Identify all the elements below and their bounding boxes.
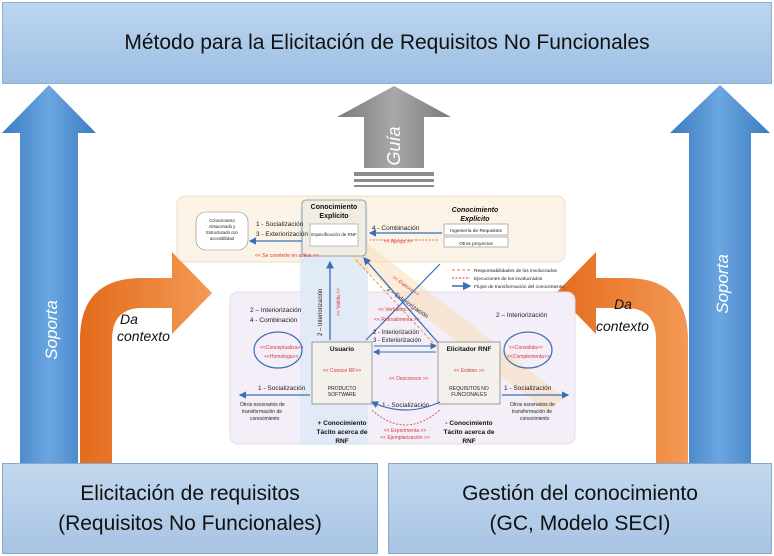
elicitacion-line1: Elicitación de requisitos (80, 481, 300, 505)
ejemplarizacion: << Ejemplarización >> (380, 435, 430, 441)
right-support-arrow (670, 85, 770, 463)
otros-esc-l3: conocimiento (250, 416, 280, 422)
ing-req-box (443, 223, 509, 236)
legend3: Flujos de transformación del conocimient… (474, 284, 564, 290)
guide-arrow-stripe (354, 179, 434, 182)
right-context-arrow (556, 252, 688, 463)
almacen-line2: Almacenado y (209, 224, 236, 229)
top-social1: 1 - Socialización (256, 221, 304, 228)
elicitacion-box: Elicitación de requisitos (Requisitos No… (2, 463, 378, 554)
conoce-rf: << Conoce RF>> (323, 368, 361, 374)
diagonal-band (350, 244, 565, 412)
almacen-line3: Estructurado con (206, 230, 238, 235)
homologa: <<Homologa>> (264, 354, 299, 360)
apoya: << Apoya >> (384, 239, 412, 245)
conceptualiza: <<Conceptualiza>> (260, 345, 303, 351)
ce-right-title1: Conocimiento (452, 207, 499, 214)
almacen-line1: Conocimiento (209, 218, 235, 223)
ce-left-spec: Especificación de RNF (311, 232, 357, 237)
tacito-r2: Tácito acerca de (444, 429, 495, 436)
left-context-arrow (80, 252, 212, 463)
diag-exter-arrow (363, 257, 441, 346)
da-contexto-left-contexto: contexto (117, 328, 170, 344)
exter3-mid: 3 - Exteriorización (373, 338, 421, 344)
elicitacion-line2: (Requisitos No Funcionales) (58, 511, 322, 535)
left-loop (253, 331, 303, 369)
software: SOFTWARE (328, 392, 357, 398)
social1-right: 1 - Socialización (504, 385, 552, 392)
elicitador-title: Elicitador RNF (447, 346, 492, 353)
gestion-line2: (GC, Modelo SECI) (489, 511, 671, 535)
soporta-right-label: Soporta (713, 254, 732, 314)
consolida: <<Consolida>> (509, 345, 543, 351)
guide-arrow-stripe (354, 185, 434, 187)
inter2-mid: 2 - Interiorización (373, 330, 419, 336)
da-contexto-left-da: Da (120, 311, 138, 327)
req-no: REQUISITOS NO (449, 386, 489, 392)
elicitador-box (437, 341, 501, 405)
left-support-arrow (2, 85, 96, 463)
ce-left-spec-box (309, 223, 359, 247)
cross-line (365, 263, 441, 341)
legend2: Ejecuciones de los involucrados (474, 276, 543, 282)
method-title-banner: Método para la Elicitación de Requisitos… (2, 2, 772, 84)
guide-arrow-stripe (354, 172, 434, 176)
combinacion-top: 4 - Combinación (372, 225, 420, 232)
almacen-line4: accesibilidad (210, 236, 235, 241)
tacito-l3: RNF (335, 438, 348, 445)
retroalimenta: << Retroalimenta >> (374, 317, 420, 323)
otros-esc-r2: transformación de (512, 409, 552, 415)
otros-esc-r1: Otros escenarios de (510, 402, 555, 408)
inter2-left: 2 – Interiorización (250, 307, 302, 314)
legend1: Responsabilidades de los involucrados (474, 268, 558, 274)
inter2-vert: 2 – Interiorización (318, 289, 324, 336)
ce-left-title2: Explícito (319, 213, 348, 220)
producto: PRODUCTO (328, 386, 357, 392)
method-title: Método para la Elicitación de Requisitos… (124, 31, 650, 54)
guia-label: Guía (384, 126, 404, 165)
desconoce: << Desconoce >> (389, 376, 429, 382)
funcionales: FUNCIONALES (451, 392, 487, 398)
experimenta: << Experimenta >> (384, 428, 427, 434)
tacito-l2: Tácito acerca de (317, 429, 368, 436)
da-contexto-right-contexto: contexto (596, 318, 649, 334)
se-convierte: << Se convierte en activo >> (255, 253, 319, 259)
otros-proy: Otros proyectos (459, 241, 493, 247)
social1-left: 1 - Socialización (258, 385, 306, 392)
otros-esc-l2: transformación de (242, 409, 282, 415)
social-arc (370, 401, 441, 411)
gestion-box: Gestión del conocimiento (GC, Modelo SEC… (388, 463, 772, 554)
da-contexto-right-da: Da (614, 296, 632, 312)
social-dashed-arc (371, 409, 441, 426)
inter2-right: 2 – Interiorización (496, 312, 548, 319)
existen: << Existen >> (454, 368, 485, 374)
otros-esc-r3: conocimiento (520, 416, 550, 422)
gestion-line1: Gestión del conocimiento (462, 481, 698, 505)
verbaliza: << Verbaliza >> (378, 307, 413, 313)
right-loop (503, 331, 553, 369)
store-cylinder (195, 211, 249, 251)
tacito-r1: - Conocimiento (445, 420, 492, 427)
ce-right-title2: Explícito (460, 216, 490, 223)
comb4-left: 4 - Combinación (250, 317, 298, 324)
ce-left-title1: Conocimiento (311, 204, 358, 211)
social1-mid: 1 - Socialización (382, 402, 430, 409)
top-exter3: 3 - Exteriorización (256, 231, 308, 238)
valida: << Valida >> (336, 288, 342, 316)
soporta-left-label: Soporta (42, 300, 61, 360)
guide-arrow (337, 86, 451, 168)
ing-req: Ingeniería de Requisitos (450, 228, 502, 234)
otros-esc-l1: Otros escenarios de (240, 402, 285, 408)
tacito-r3: RNF (462, 438, 475, 445)
usuario-title: Usuario (330, 346, 354, 353)
diag-elabora-line (355, 259, 436, 346)
otros-proy-box (443, 236, 509, 248)
tacito-l1: + Conocimiento (318, 420, 367, 427)
complementa: <<Complementa>> (507, 354, 550, 360)
usuario-box (311, 341, 373, 405)
